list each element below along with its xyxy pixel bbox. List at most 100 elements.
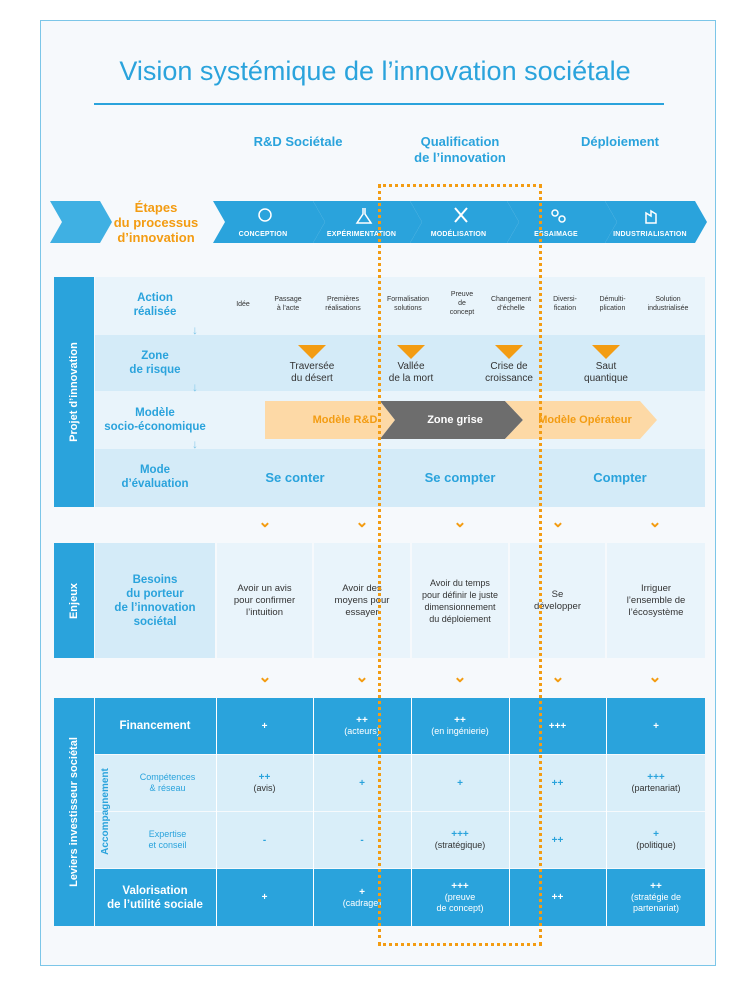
need-cell: [607, 543, 705, 658]
risk-triangle: [592, 345, 620, 359]
down-arrow-icon: ↓: [192, 380, 198, 394]
model-label: Modèle socio-économique: [104, 407, 206, 433]
lever-cell: +++: [510, 698, 605, 754]
col-divider: [313, 698, 314, 926]
lever-value: +: [261, 892, 268, 903]
lever-value: -: [262, 834, 267, 846]
competences-label: Compétences & réseau: [139, 772, 196, 793]
title-underline: [94, 103, 664, 105]
lever-note: (en ingénierie): [431, 726, 489, 736]
lever-cell: -: [217, 812, 312, 868]
lever-value: ++: [551, 834, 564, 846]
lever-value: ++: [356, 715, 368, 726]
valorisation-row: [95, 869, 705, 926]
chevron-down-icon: ⌄: [355, 514, 369, 531]
factory-icon: [645, 209, 657, 224]
risk-label: Zone de risque: [129, 350, 181, 376]
step-experimentation: EXPÉRIMENTATION: [326, 231, 397, 238]
chevron-down-icon: ⌄: [648, 514, 662, 531]
lever-note: (preuve de concept): [436, 892, 484, 913]
accompagnement-band-label: Accompagnement: [99, 768, 111, 855]
col-divider: [509, 698, 510, 926]
risk-item: Crise de croissance: [485, 361, 533, 384]
lever-note: (stratégique): [434, 840, 486, 850]
lever-cell: +: [217, 698, 312, 754]
chevron-down-icon: ⌄: [258, 669, 272, 686]
lever-value: ++: [551, 892, 564, 903]
lead-chevron: [50, 201, 112, 243]
need-cell: [412, 543, 508, 658]
accompagnement-band: Accompagnement: [95, 755, 115, 868]
lever-value: +: [457, 777, 463, 789]
projet-band-label: Projet d’innovation: [68, 342, 80, 442]
enjeux-label: Besoins du porteur de l’innovation socié…: [114, 573, 196, 628]
eval-item: Se conter: [265, 470, 325, 485]
eval-label: Mode d’évaluation: [121, 464, 189, 490]
lever-note: (partenariat): [631, 783, 681, 793]
lever-cell: ++(avis): [217, 755, 312, 811]
action-item: Passage à l’acte: [274, 296, 302, 312]
step-modelisation-arrow: [410, 201, 519, 243]
lever-cell: -: [314, 812, 410, 868]
chevron-down-icon: ⌄: [453, 514, 467, 531]
lever-note: (politique): [636, 840, 676, 850]
step-conception-arrow: [213, 201, 325, 243]
chevron-down-icon: ⌄: [648, 669, 662, 686]
lever-cell: +(cadrage): [314, 869, 410, 926]
process-arrows: [50, 201, 707, 243]
phase-rd: R&D Sociétale: [253, 134, 343, 149]
lever-cell: +++(partenariat): [607, 755, 705, 811]
lever-cell: ++(en ingénierie): [412, 698, 508, 754]
lever-note: (stratégie de partenariat): [630, 892, 682, 913]
head-icon: [258, 208, 272, 222]
need-cell: [510, 543, 605, 658]
leviers-band: Leviers investisseur sociétal: [54, 698, 94, 926]
step-experimentation-arrow: [313, 201, 422, 243]
qualification-highlight: [378, 184, 542, 946]
risk-triangle: [495, 345, 523, 359]
lever-cell: +: [314, 755, 410, 811]
need-item: Avoir du temps pour définir le juste dim…: [421, 577, 499, 624]
risk-item: Vallée de la mort: [388, 361, 434, 384]
risk-triangle: [397, 345, 425, 359]
risk-triangle: [298, 345, 326, 359]
enjeux-head-cell: [95, 543, 215, 658]
model-arrows: [265, 401, 657, 439]
model-rd-arrow: [265, 401, 395, 439]
chevron-down-icon: ⌄: [355, 669, 369, 686]
lever-note: (acteurs): [344, 726, 380, 736]
lever-cell: +++(preuve de concept): [412, 869, 508, 926]
phase-qualification: Qualification de l’innovation: [414, 134, 506, 165]
lever-cell: ++: [510, 869, 605, 926]
step-industrialisation: INDUSTRIALISATION: [613, 231, 687, 238]
expertise-row: [95, 812, 705, 868]
down-arrow-icon: ↓: [192, 437, 198, 451]
model-operateur-arrow: [505, 401, 657, 439]
action-item: Solution industrialisée: [647, 296, 689, 312]
action-item: Premières réalisations: [325, 296, 361, 312]
lever-value: -: [360, 834, 364, 846]
etapes-label: Étapes du processus d’innovation: [113, 200, 199, 245]
action-item: Démulti- plication: [599, 296, 626, 312]
lever-value: +: [261, 720, 268, 732]
lever-cell: +++(stratégique): [412, 812, 508, 868]
step-conception: CONCEPTION: [238, 231, 288, 238]
col-divider: [216, 698, 217, 926]
lever-value: +++: [451, 829, 469, 840]
lever-value: +: [359, 886, 365, 898]
need-item: Se développer: [533, 588, 581, 612]
chevron-down-icon: ⌄: [453, 669, 467, 686]
lever-value: ++: [551, 777, 564, 789]
tools-icon: [454, 207, 468, 223]
lever-value: +: [359, 777, 365, 789]
lever-cell: +(politique): [607, 812, 705, 868]
molecule-icon: [551, 209, 559, 217]
chevron-down-icon: ⌄: [551, 669, 565, 686]
step-essaimage: ESSAIMAGE: [534, 231, 578, 238]
eval-item: Compter: [593, 470, 647, 485]
lever-value: +++: [548, 720, 567, 732]
lever-cell: ++(stratégie de partenariat): [607, 869, 705, 926]
lever-cell: ++: [510, 755, 605, 811]
lever-cell: +: [607, 698, 705, 754]
model-rd-label: Modèle R&D: [312, 414, 378, 426]
